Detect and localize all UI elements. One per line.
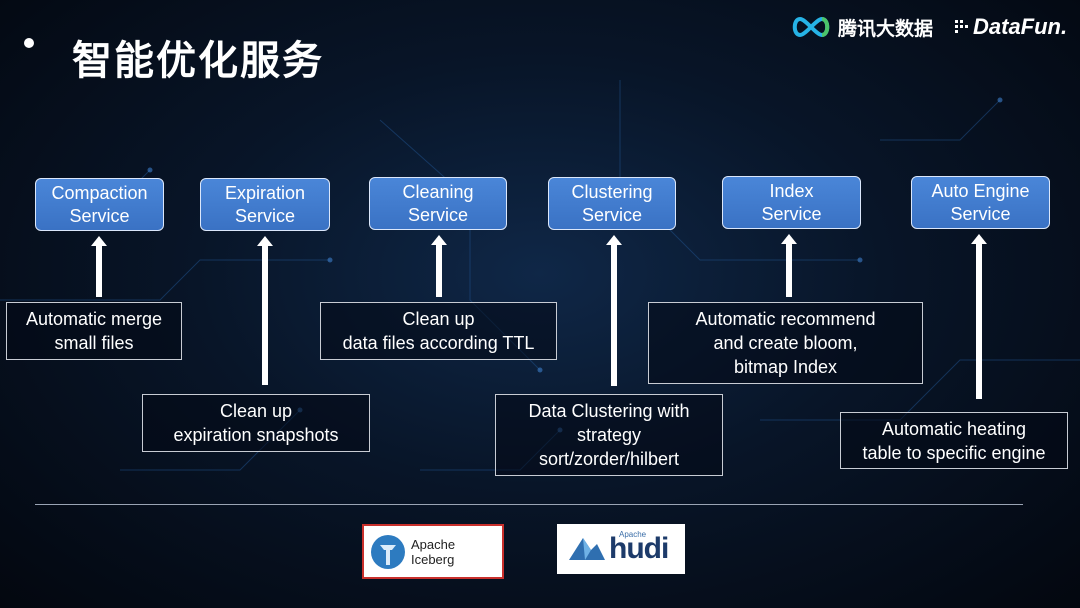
datafun-logo: DataFun.: [955, 12, 1067, 42]
auto-engine-description: Automatic heating table to specific engi…: [840, 412, 1068, 469]
cleaning-arrow: [431, 235, 447, 297]
datafun-logo-text: DataFun.: [973, 14, 1068, 39]
iceberg-logo-text: Apache Iceberg: [410, 536, 456, 567]
clustering-arrow: [606, 235, 622, 386]
compaction-arrow: [91, 236, 107, 297]
infinity-icon: [792, 16, 830, 38]
expiration-service-box: Expiration Service: [200, 178, 330, 231]
compaction-description: Automatic merge small files: [6, 302, 182, 360]
apache-hudi-logo: Apache hudi: [557, 524, 685, 574]
index-service-box: Index Service: [722, 176, 861, 229]
iceberg-icon: [370, 534, 405, 569]
index-description: Automatic recommend and create bloom, bi…: [648, 302, 923, 384]
cleaning-service-box: Cleaning Service: [369, 177, 507, 230]
auto-engine-service-box: Auto Engine Service: [911, 176, 1050, 229]
hudi-apache-label: Apache: [619, 530, 647, 539]
compaction-service-box: Compaction Service: [35, 178, 164, 231]
auto-engine-arrow: [971, 234, 987, 399]
expiration-description: Clean up expiration snapshots: [142, 394, 370, 452]
page-title: 智能优化服务: [72, 38, 324, 84]
apache-iceberg-logo: Apache Iceberg: [362, 524, 504, 579]
divider-line: [35, 504, 1023, 505]
clustering-service-box: Clustering Service: [548, 177, 676, 230]
hudi-icon: [569, 538, 605, 560]
hudi-logo-text: hudi: [609, 532, 669, 565]
cleaning-description: Clean up data files according TTL: [320, 302, 557, 360]
expiration-arrow: [257, 236, 273, 385]
dots-icon: [955, 20, 968, 33]
index-arrow: [781, 234, 797, 297]
clustering-description: Data Clustering with strategy sort/zorde…: [495, 394, 723, 476]
tencent-logo-text: 腾讯大数据: [838, 17, 934, 40]
title-bullet: [24, 38, 34, 48]
tencent-bigdata-logo: 腾讯大数据: [790, 12, 933, 42]
